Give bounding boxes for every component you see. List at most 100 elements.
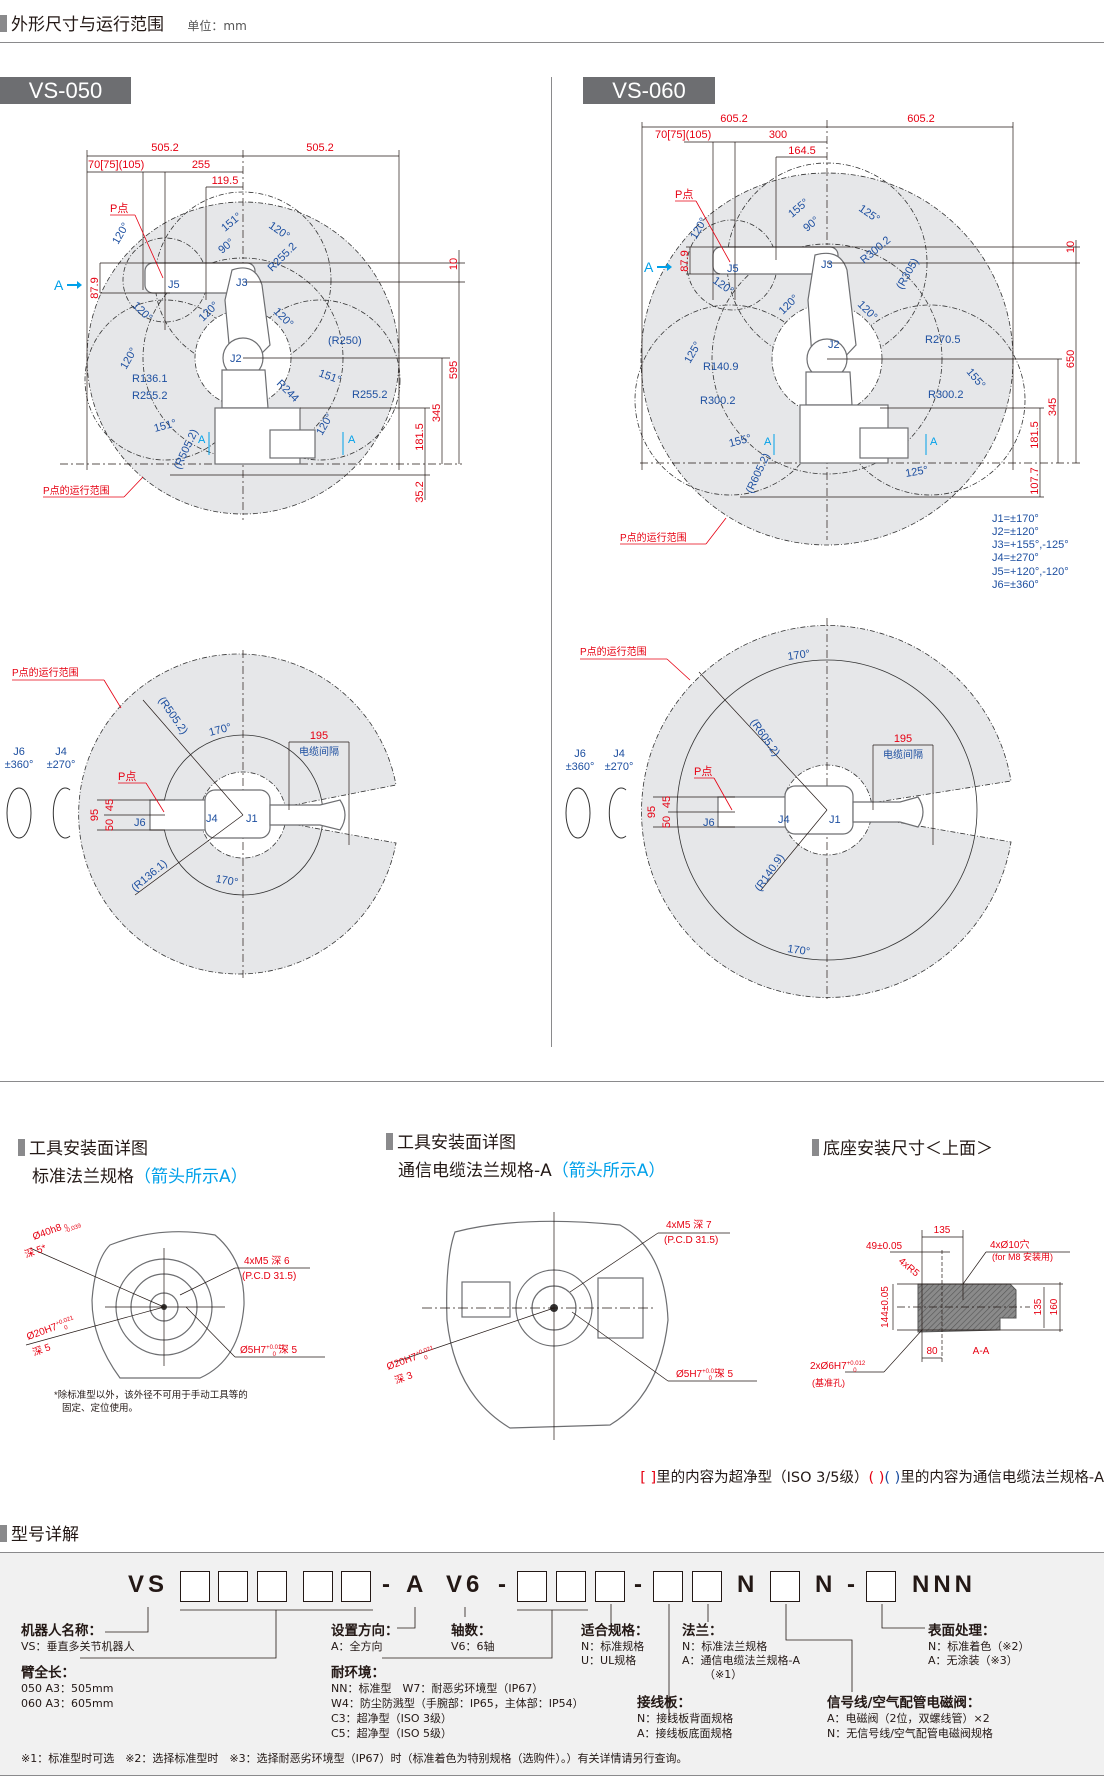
- dim-label: 49±0.05: [866, 1241, 903, 1252]
- rotation-icon: [565, 787, 591, 839]
- angle-label: R300.2: [700, 395, 735, 407]
- joint-range: J4=±270°: [992, 552, 1039, 564]
- callout-label: 4xM5 深 7: [666, 1219, 712, 1231]
- red-parens: ( ): [868, 1470, 885, 1486]
- dim-label: 135: [934, 1225, 951, 1236]
- option-item: NN：标准型 W7：耐恶劣环境型（IP67）: [331, 1682, 544, 1695]
- tool-flange-cable-drawing: 4xM5 深 7 (P.C.D 31.5) Ø20H7+0.0210 深 3 Ø…: [385, 1212, 757, 1440]
- j4-label: J4: [55, 746, 67, 758]
- rotation-icon: [52, 787, 71, 839]
- option-item: N：无信号线/空气配管电磁阀规格: [827, 1727, 993, 1740]
- vs050-side-view: 505.2 505.2 70[75](105) 255 119.5 87.9 1…: [43, 142, 465, 520]
- callout-label: Ø20H7+0.0210: [25, 1315, 77, 1345]
- page-header: 外形尺寸与运行范围 单位：mm: [0, 10, 247, 35]
- dim-label: 4xR5: [896, 1256, 921, 1280]
- option-item: C5：超净型（ISO 5级）: [331, 1727, 453, 1740]
- dim-label: 50: [104, 819, 116, 831]
- code-box-arm: [257, 1571, 287, 1602]
- direction-label: 设置方向：: [331, 1623, 399, 1639]
- option-item: 060 A3：605mm: [21, 1697, 114, 1710]
- code-box-standard: [595, 1571, 625, 1602]
- code-dash: -: [847, 1571, 859, 1598]
- p-point-label: P点: [118, 770, 136, 783]
- technical-drawings: 505.2 505.2 70[75](105) 255 119.5 87.9 1…: [5, 113, 1080, 1440]
- section-marker: [0, 15, 7, 32]
- joint-label: J4: [206, 813, 218, 825]
- angle-label: 170°: [208, 721, 233, 738]
- dim-label: 144±0.05: [880, 1286, 891, 1328]
- section-divider: [0, 1081, 1104, 1082]
- p-point-label: P点: [675, 188, 693, 201]
- arrow-note: （箭头所示A）: [134, 1167, 248, 1187]
- j4-range: ±270°: [605, 761, 634, 773]
- environment-label: 耐环境：: [331, 1665, 385, 1681]
- code-dash: -: [634, 1571, 646, 1598]
- vs050-plan-view: P点的运行范围 (R505.2) (R136.1) 170° 170° 195 …: [5, 650, 397, 980]
- angle-label: 155°: [728, 432, 753, 449]
- dim-label: 181.5: [1029, 421, 1041, 449]
- dim-label: 70[75](105): [655, 129, 711, 141]
- code-box-valve: [770, 1571, 800, 1602]
- code-box-env: [341, 1571, 371, 1602]
- cable-dim: 195: [894, 733, 912, 745]
- dim-label: 605.2: [720, 113, 748, 125]
- joint-label: J1: [829, 814, 841, 826]
- option-item: A：无涂装（※3）: [928, 1654, 1018, 1667]
- joint-ranges-list: J1=±170° J2=±120° J3=+155°,-125° J4=±270…: [992, 513, 1069, 591]
- arrow-note: （箭头所示A）: [551, 1161, 666, 1181]
- dim-label: 181.5: [414, 423, 426, 451]
- axes-label: 轴数：: [451, 1623, 492, 1639]
- range-label: P点的运行范围: [43, 484, 110, 497]
- dim-label: (for M8 安装用): [992, 1251, 1053, 1262]
- joint-label: J1: [246, 813, 258, 825]
- joint-label: J2: [828, 339, 840, 351]
- rotation-icon: [6, 787, 32, 839]
- joint-label: J6: [134, 817, 146, 829]
- angle-label: 170°: [787, 943, 811, 958]
- joint-label: J5: [727, 263, 739, 275]
- code-dash: -: [498, 1571, 510, 1598]
- joint-label: J6: [703, 817, 715, 829]
- model-badge-vs050: VS-050: [0, 77, 131, 104]
- option-item: （※1）: [704, 1668, 743, 1681]
- vs060-side-view: 605.2 605.2 70[75](105) 300 164.5 87.9 1…: [620, 113, 1080, 591]
- option-item: N：接线板背面规格: [637, 1712, 734, 1725]
- standard-label: 适合规格：: [581, 1623, 649, 1639]
- note-line: 固定、定位使用。: [62, 1402, 138, 1414]
- section-marker: [18, 1139, 25, 1156]
- option-item: W4：防尘防溅型（手腕部：IP65，主体部：IP54）: [331, 1697, 584, 1710]
- code-dash: -: [382, 1571, 394, 1598]
- rotation-icon: [608, 787, 627, 839]
- callout-label: Ø40h8 0-0.039: [31, 1215, 83, 1245]
- red-bracket: [ ]: [640, 1470, 657, 1486]
- j6-label: J6: [13, 746, 25, 758]
- model-badge-vs060: VS-060: [583, 77, 715, 104]
- dim-label: 605.2: [907, 113, 935, 125]
- dim-label: 255: [192, 159, 210, 171]
- dim-label: 300: [769, 129, 787, 141]
- code-box-terminal: [653, 1571, 683, 1602]
- angle-label: 125°: [904, 464, 929, 480]
- angle-label: 170°: [214, 873, 239, 889]
- model-title-text: 型号详解: [11, 1525, 79, 1545]
- option-item: 050 A3：505mm: [21, 1682, 114, 1695]
- header-divider: [0, 42, 1104, 43]
- view-a-label: A: [644, 259, 654, 275]
- code-axes: V6: [446, 1571, 484, 1598]
- base-mounting-drawing: 135 49±0.05 4xR5 4xØ10穴 (for M8 安装用) 144…: [810, 1225, 1070, 1388]
- dim-label: 650: [1065, 350, 1077, 368]
- option-item: A：电磁阀（2位，双螺线管）×2: [827, 1712, 990, 1725]
- base-title: 底座安装尺寸＜上面＞: [812, 1134, 993, 1159]
- section-a-label: A: [348, 434, 356, 446]
- code-box-flange: [692, 1571, 722, 1602]
- callout-label: 4xM5 深 6: [244, 1255, 290, 1267]
- option-item: N：标准规格: [581, 1640, 645, 1653]
- dim-label: 10: [1065, 241, 1077, 253]
- legend-text: 里的内容为通信电缆法兰规格-A: [900, 1470, 1104, 1486]
- tool-cable-subtitle: 通信电缆法兰规格-A（箭头所示A）: [398, 1156, 665, 1181]
- option-item: N：标准着色（※2）: [928, 1640, 1030, 1653]
- tool-std-title: 工具安装面详图: [18, 1134, 148, 1159]
- dim-label: 345: [431, 404, 443, 422]
